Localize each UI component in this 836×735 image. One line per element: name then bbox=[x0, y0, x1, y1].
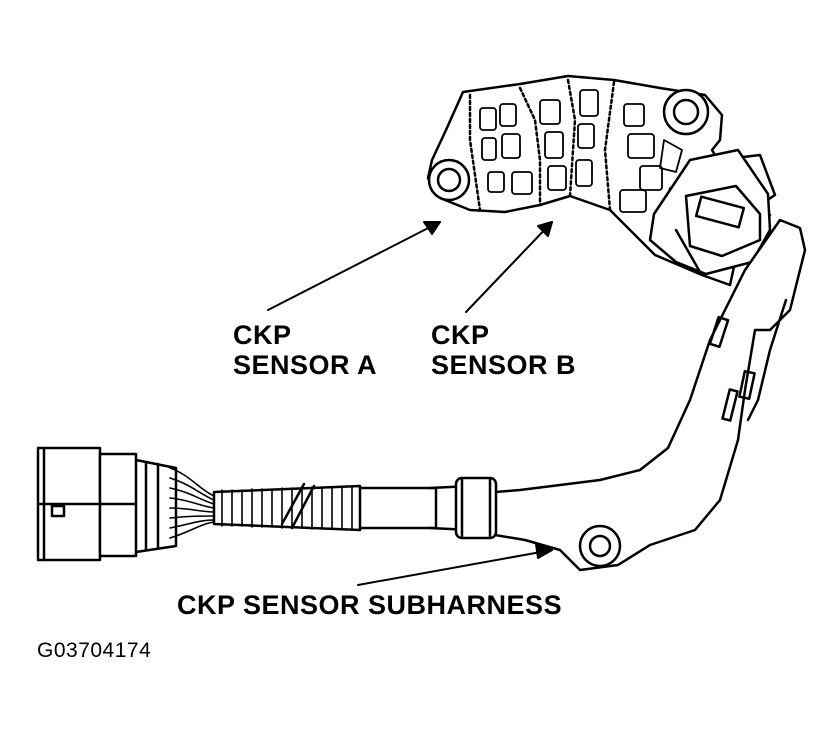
label-ckp-sensor-b-line1: CKP bbox=[431, 320, 490, 350]
mount-hole-right bbox=[664, 90, 708, 134]
label-ckp-sensor-a-line1: CKP bbox=[233, 320, 292, 350]
sensor-a-segment bbox=[520, 88, 540, 205]
break-mark bbox=[282, 484, 304, 524]
mount-hole-right-inner bbox=[674, 100, 698, 124]
bracket-arm bbox=[460, 220, 805, 570]
sensor-b-segment bbox=[568, 80, 575, 196]
arrow-sensor-b bbox=[466, 222, 552, 312]
cable-clamp bbox=[456, 478, 496, 538]
ckp-sensor-assembly bbox=[428, 76, 775, 285]
arrow-sensor-a bbox=[268, 222, 440, 310]
leader-arrows bbox=[268, 222, 552, 585]
harness-cable bbox=[170, 468, 496, 538]
figure-code: G03704174 bbox=[37, 639, 152, 662]
connector-latch bbox=[52, 506, 64, 516]
label-ckp-sensor-subharness: CKP SENSOR SUBHARNESS bbox=[177, 590, 563, 620]
harness-bracket bbox=[460, 220, 805, 570]
cable-sleeve bbox=[356, 488, 436, 528]
mount-hole-left bbox=[429, 160, 469, 200]
bracket-clip bbox=[710, 317, 728, 347]
label-ckp-sensor-a-line2: SENSOR A bbox=[233, 350, 378, 380]
wire-bundle bbox=[170, 468, 214, 538]
mount-hole-bottom bbox=[580, 526, 620, 566]
sensor-ribs bbox=[480, 90, 692, 214]
harness-connector-plug bbox=[38, 448, 176, 560]
sensor-connector bbox=[650, 150, 770, 274]
label-ckp-sensor-b-line2: SENSOR B bbox=[431, 350, 577, 380]
mount-hole-left-inner bbox=[438, 169, 460, 191]
corrugated-conduit bbox=[214, 486, 360, 530]
arrow-subharness bbox=[358, 550, 552, 585]
